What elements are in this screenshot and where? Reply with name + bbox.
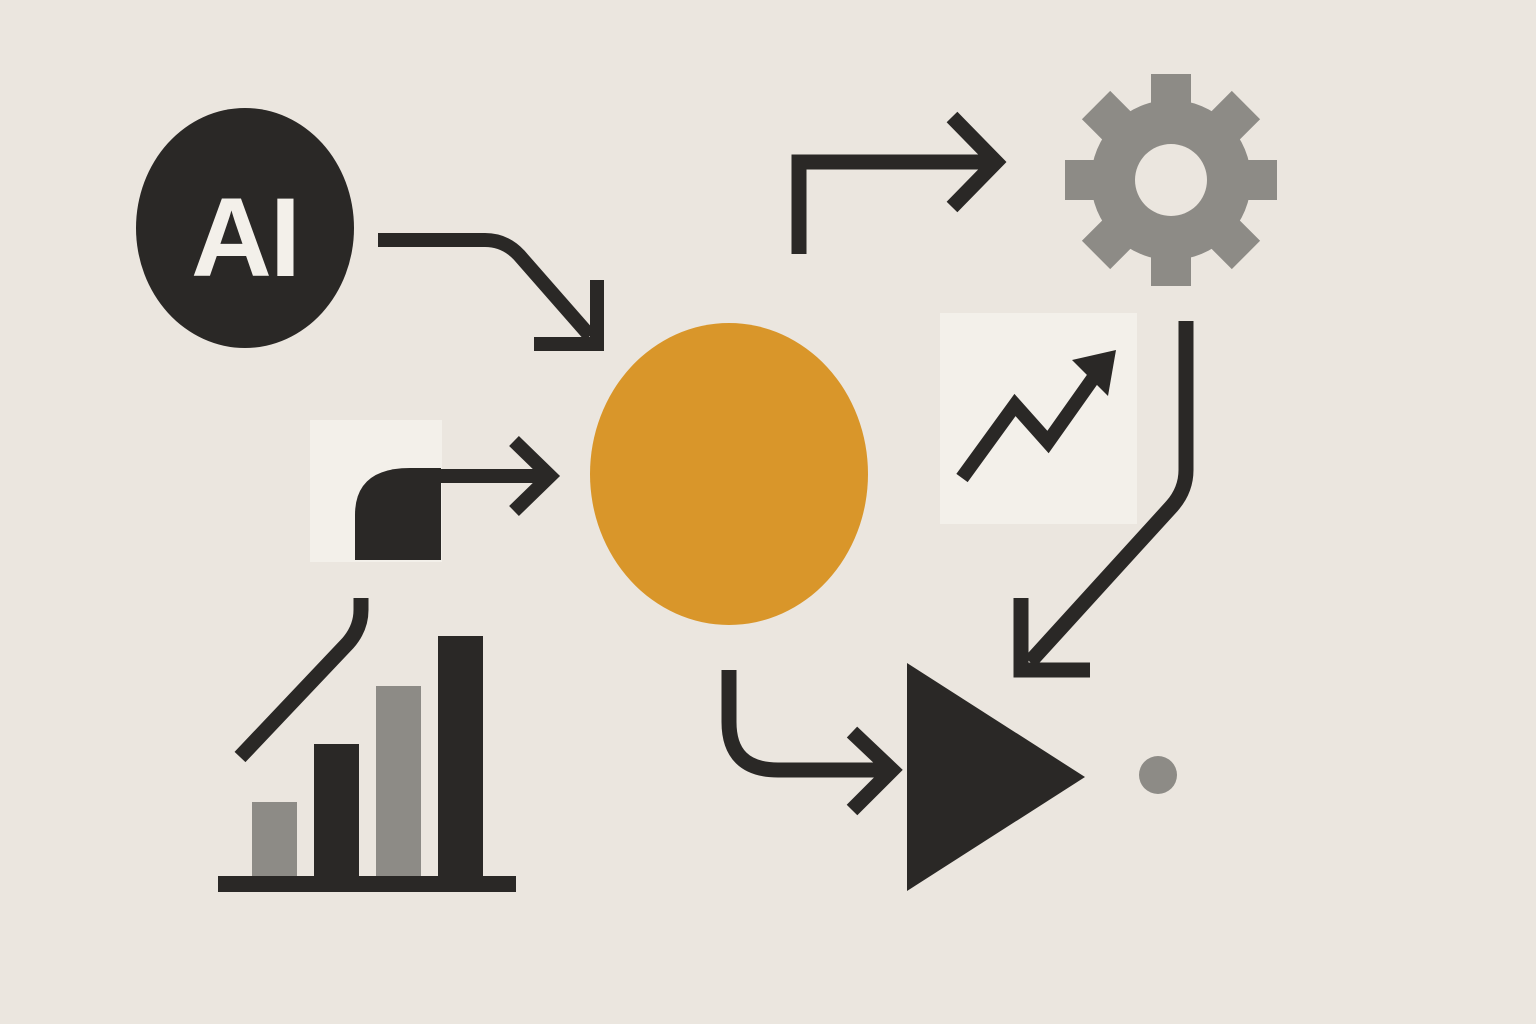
gear-hole [1135,144,1207,216]
arrow-gear-to-play [1013,321,1194,678]
arrow-pipe-to-hub [441,435,561,517]
arrow-hub-to-play [721,670,903,816]
arrow-to-gear [791,111,1007,254]
arrow-shaft [1024,321,1194,668]
bar-chart-bar [314,744,359,876]
arrow-head [509,435,561,517]
arrow-head [1013,598,1090,678]
arrow-head [534,280,604,351]
arrow-head [846,726,903,816]
orange-circle-icon [590,323,868,625]
trend-up-icon [940,313,1137,524]
ai-badge-label: AI [191,175,299,300]
ai-circle-icon: AI [136,108,354,348]
arrow-head [946,111,1007,213]
gray-dot-icon [1139,756,1177,794]
bar-chart-bar [252,802,297,876]
trend-panel [940,313,1137,524]
ai-badge-circle [136,108,354,348]
connector-pipe-to-chart [234,598,369,763]
trend-arrow-head [1072,350,1116,396]
gear-icon [1065,74,1277,286]
play-triangle-icon [907,663,1085,891]
pipe-shape [355,468,441,560]
arrow-shaft [791,154,994,254]
arrow-shaft [721,670,893,778]
bar-chart-icon [218,636,516,892]
bar-chart-bar [438,636,483,876]
curved-pipe-icon [310,420,442,562]
trend-line [956,355,1112,483]
bar-chart-baseline [218,876,516,892]
bar-chart-bar [376,686,421,876]
arrow-shaft [378,233,596,341]
arrow-ai-to-hub [378,233,604,351]
